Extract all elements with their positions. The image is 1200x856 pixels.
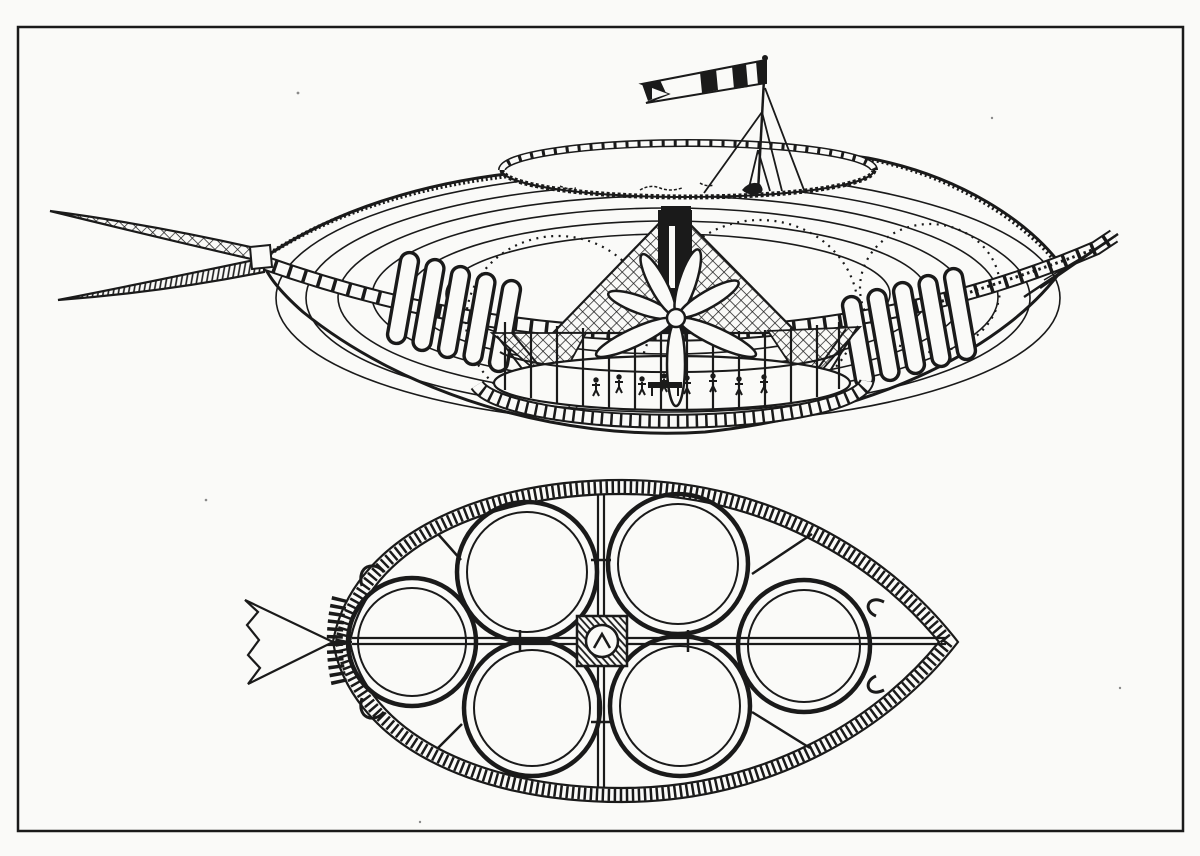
gas-balloon-sw — [461, 637, 603, 779]
bow-spike — [1023, 232, 1119, 299]
scan-specks — [204, 91, 1122, 824]
upper-tail-fin — [49, 209, 266, 264]
column-cap — [661, 206, 691, 216]
nose-block — [248, 243, 274, 271]
rim-left-cap-hatch — [326, 596, 348, 688]
propeller — [594, 248, 758, 408]
rim-struts — [437, 532, 813, 750]
propeller-blades — [594, 248, 758, 408]
hub-ring — [584, 623, 620, 659]
passenger-figure — [638, 376, 646, 396]
passenger-figure — [615, 374, 623, 394]
passenger-figures — [592, 373, 768, 397]
rim-hatch-left — [264, 172, 517, 258]
passenger-figure — [760, 374, 768, 394]
passenger-figure — [592, 377, 600, 397]
gas-balloon-e — [735, 577, 873, 715]
gondola-band — [470, 378, 875, 429]
passenger-figure — [709, 373, 717, 393]
gas-balloons — [345, 491, 873, 779]
passenger-figure — [660, 373, 668, 393]
flag-mast-group — [638, 55, 805, 195]
gas-balloon-se — [607, 633, 753, 779]
twin-tail-fins — [49, 209, 274, 302]
lower-tail-fin — [57, 256, 266, 302]
top-deck-opening — [498, 139, 878, 200]
passenger-figure — [683, 375, 691, 395]
plan-rim — [326, 478, 960, 804]
axis-crossties — [518, 558, 690, 724]
walkway-under-hatch — [929, 248, 1093, 307]
airship-side-elevation — [49, 55, 1119, 435]
propeller-hub — [665, 307, 687, 329]
pennant-flag — [638, 58, 767, 104]
rim-hatch-right — [871, 158, 1060, 267]
central-hub — [575, 614, 629, 668]
rim-inner-line — [348, 492, 941, 790]
rudder-fin — [244, 599, 352, 685]
hub-compass-pointer — [592, 631, 612, 649]
airship-plan-view — [244, 478, 960, 804]
spring-loops-right — [840, 266, 978, 390]
hook-brackets — [359, 564, 885, 720]
axis-girders — [352, 494, 946, 788]
deck-scribbles — [559, 182, 715, 191]
mast-base-mound — [742, 182, 763, 195]
plate-frame — [16, 25, 1185, 833]
mast-stays — [703, 87, 805, 194]
column-slit — [669, 226, 675, 288]
passenger-figure — [735, 376, 743, 396]
